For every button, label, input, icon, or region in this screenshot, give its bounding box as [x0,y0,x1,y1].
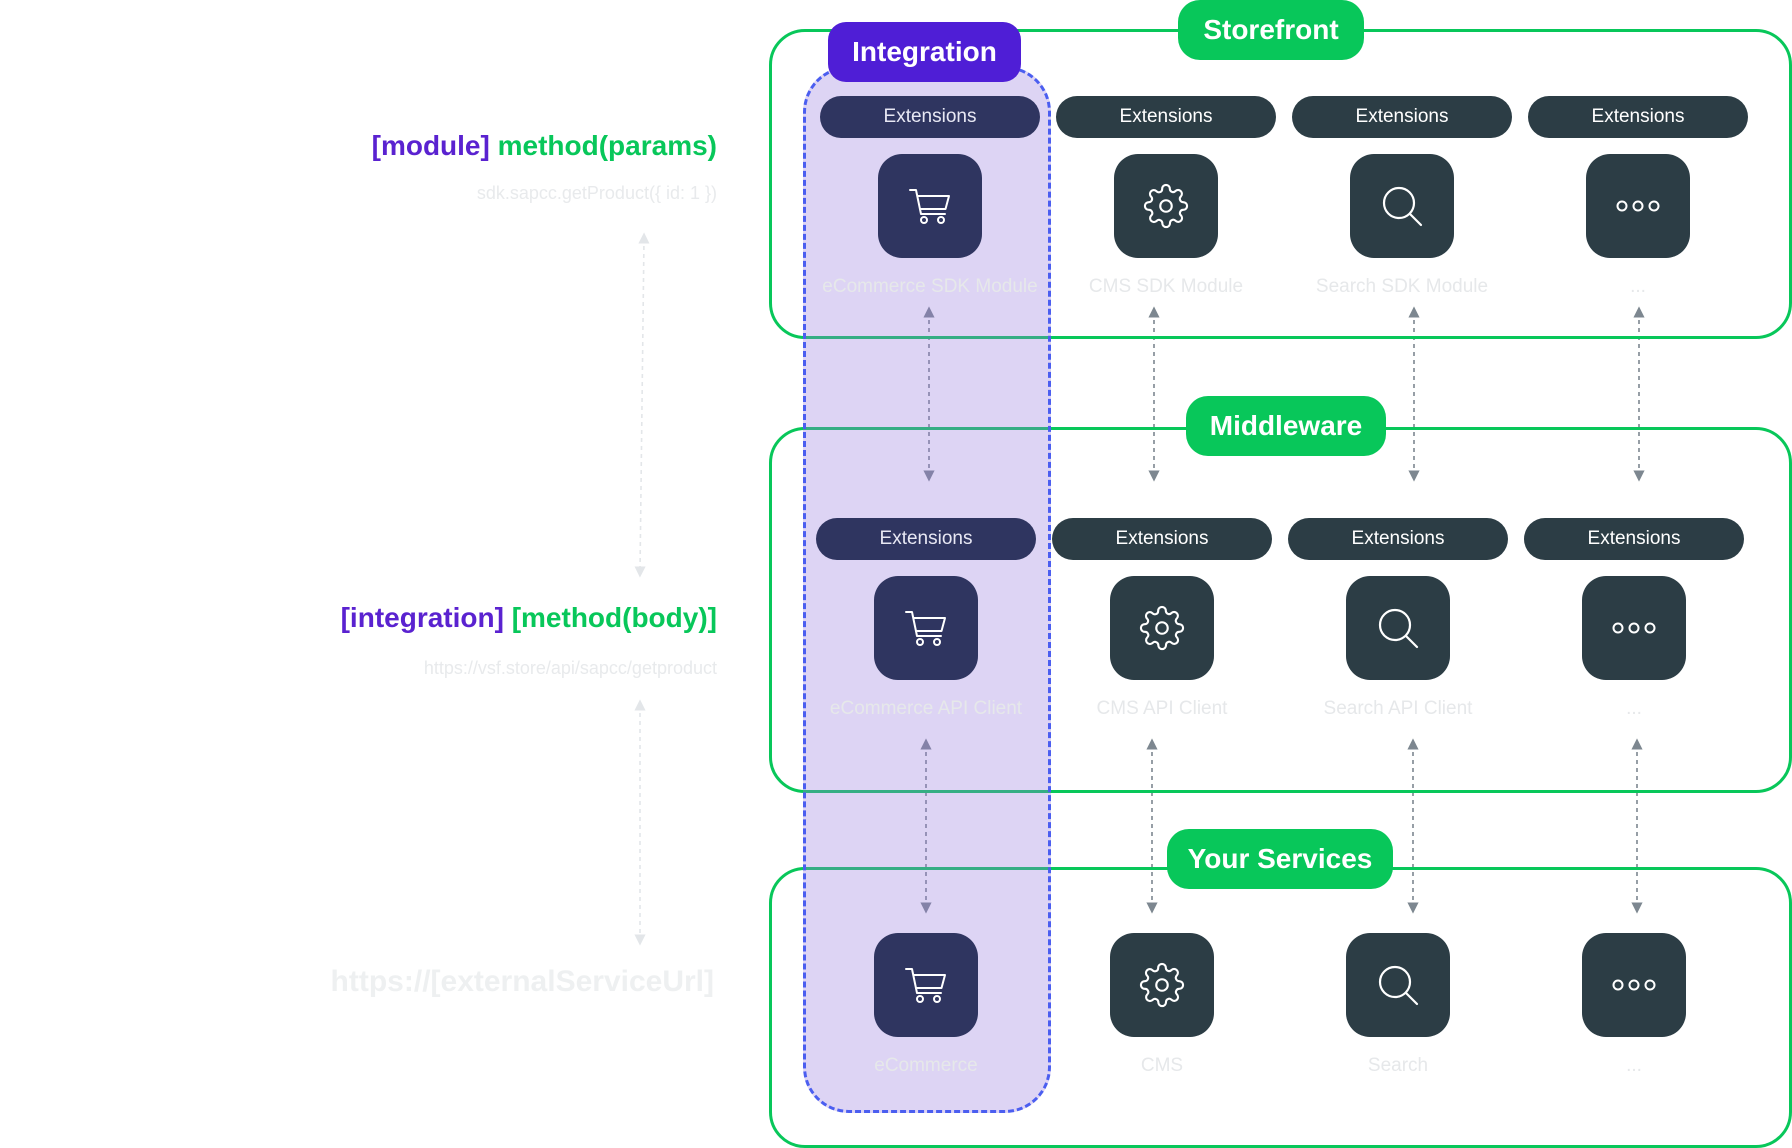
middleware-ecommerce-tile [874,576,978,680]
more-icon [1612,622,1656,634]
more-icon [1612,979,1656,991]
services-cms-caption: CMS [1140,1055,1184,1076]
api-call-label: [integration] [method(body)] [341,602,717,634]
storefront-ecommerce-tile [878,154,982,258]
middleware-extensions-cms: Extensions [1052,518,1272,560]
storefront-more-caption: ... [1630,276,1646,297]
middleware-search-tile [1346,576,1450,680]
sdk-call-example: sdk.sapcc.getProduct({ id: 1 }) [476,183,717,203]
middleware-ecommerce-caption: eCommerce API Client [829,698,1023,719]
search-icon [1378,965,1419,1006]
api-integration-token: [integration] [340,602,504,633]
integration-title: Integration [828,22,1021,82]
middleware-cms-caption: CMS API Client [1096,698,1228,719]
middleware-search-caption: Search API Client [1323,698,1473,719]
middleware-more-tile [1582,576,1686,680]
services-search-caption: Search [1367,1055,1429,1076]
gear-icon [1143,183,1189,229]
storefront-cms-tile [1114,154,1218,258]
cart-icon [905,968,946,1003]
storefront-search-caption: Search SDK Module [1315,276,1489,297]
services-cms-tile [1110,933,1214,1037]
services-ecommerce-tile [874,933,978,1037]
external-service-url: https://[externalServiceUrl] [330,965,714,998]
sdk-module-token: [module] [371,130,490,161]
storefront-cms-caption: CMS SDK Module [1088,276,1244,297]
services-more-caption: ... [1626,1055,1642,1076]
api-call-example: https://vsf.store/api/sapcc/getproduct [423,658,717,678]
services-more-tile [1582,933,1686,1037]
search-icon [1378,608,1419,649]
storefront-extensions-search: Extensions [1292,96,1512,138]
storefront-more-tile [1586,154,1690,258]
storefront-extensions-cms: Extensions [1056,96,1276,138]
api-method-token: [method(body)] [511,602,717,633]
middleware-cms-tile [1110,576,1214,680]
services-ecommerce-caption: eCommerce [874,1055,978,1076]
gear-icon [1139,962,1185,1008]
middleware-title: Middleware [1186,396,1386,456]
storefront-extensions-more: Extensions [1528,96,1748,138]
middleware-extensions-ecommerce: Extensions [816,518,1036,560]
storefront-ecommerce-caption: eCommerce SDK Module [822,276,1038,297]
storefront-title: Storefront [1178,0,1364,60]
arrow-left-sdk-api [634,232,650,578]
more-icon [1616,200,1660,212]
gear-icon [1139,605,1185,651]
middleware-extensions-more: Extensions [1524,518,1744,560]
storefront-search-tile [1350,154,1454,258]
sdk-call-label: [module] method(params) [372,130,717,162]
cart-icon [905,611,946,646]
sdk-method-token: method(params) [497,130,717,161]
middleware-extensions-search: Extensions [1288,518,1508,560]
services-title: Your Services [1167,829,1393,889]
storefront-extensions-ecommerce: Extensions [820,96,1040,138]
middleware-more-caption: ... [1626,698,1642,719]
cart-icon [909,189,950,224]
search-icon [1382,186,1423,227]
services-search-tile [1346,933,1450,1037]
